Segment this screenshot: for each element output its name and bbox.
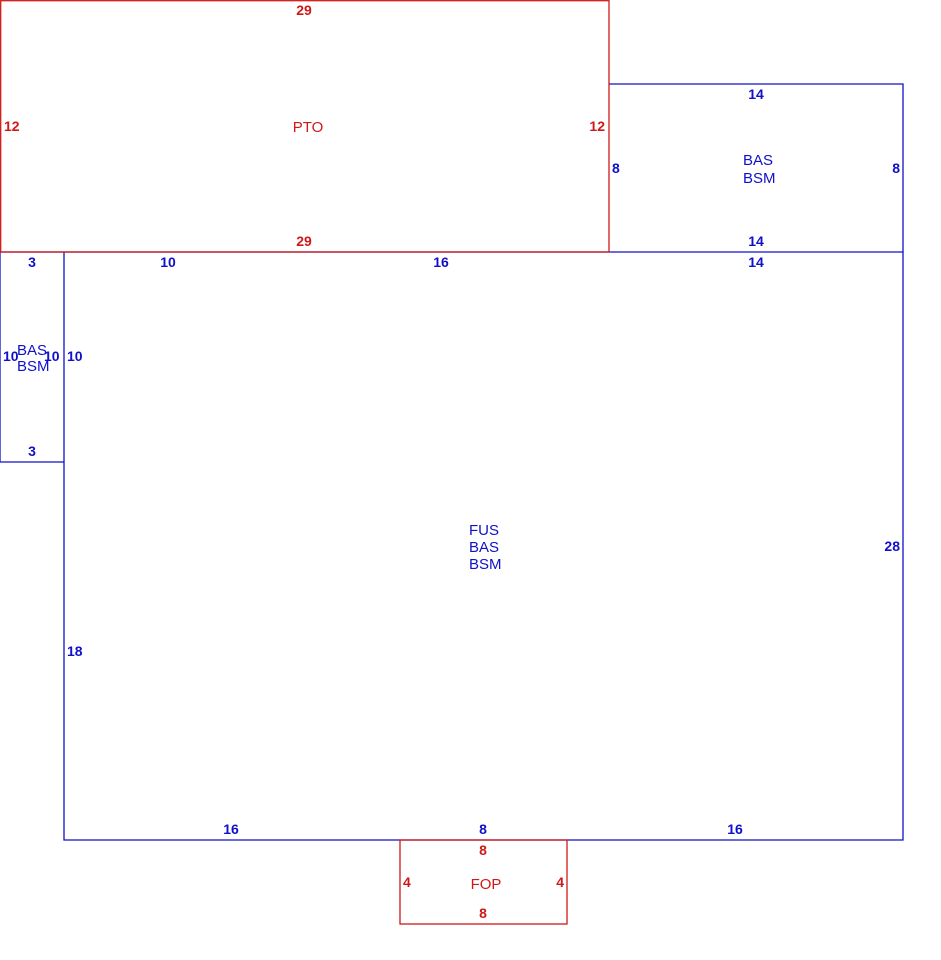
west-bump-code-1: BAS [17,342,47,359]
fop-outline [399,839,568,925]
main-bottom-left-dimension: 16 [223,821,239,837]
ne-addition-code-2: BSM [743,170,776,187]
fop-area-code: FOP [471,876,502,893]
main-left-upper-dimension: 10 [67,348,83,364]
ne-addition-top-dimension: 14 [748,86,764,102]
main-code-1: FUS [469,522,499,539]
ne-addition-bottom-dimension: 14 [748,233,764,249]
west-bump-bottom-dimension: 3 [28,443,36,459]
pto-top-dimension: 29 [296,2,312,18]
main-area-outline [63,251,904,841]
west-bump-left-dimension: 10 [3,348,19,364]
ne-addition-code-1: BAS [743,152,773,169]
main-left-lower-dimension: 18 [67,643,83,659]
fop-right-dimension: 4 [556,874,564,890]
ne-addition-left-dimension: 8 [612,160,620,176]
pto-right-dimension: 12 [589,118,605,134]
west-bump-right-dimension: 10 [44,348,60,364]
fop-bottom-dimension: 8 [479,905,487,921]
pto-bottom-dimension: 29 [296,233,312,249]
main-bottom-mid-dimension: 8 [479,821,487,837]
main-top-mid-dimension: 16 [433,254,449,270]
west-bump-top-dimension: 3 [28,254,36,270]
pto-area-code: PTO [293,119,324,136]
main-top-right-dimension: 14 [748,254,764,270]
main-code-3: BSM [469,556,502,573]
fop-left-dimension: 4 [403,874,411,890]
ne-addition-outline [609,83,904,252]
pto-outline [0,0,610,253]
main-bottom-right-dimension: 16 [727,821,743,837]
ne-addition-right-dimension: 8 [892,160,900,176]
main-top-left-dimension: 10 [160,254,176,270]
main-code-2: BAS [469,539,499,556]
main-right-dimension: 28 [884,538,900,554]
fop-top-dimension: 8 [479,842,487,858]
west-bump-code-2: BSM [17,358,50,375]
pto-left-dimension: 12 [4,118,20,134]
